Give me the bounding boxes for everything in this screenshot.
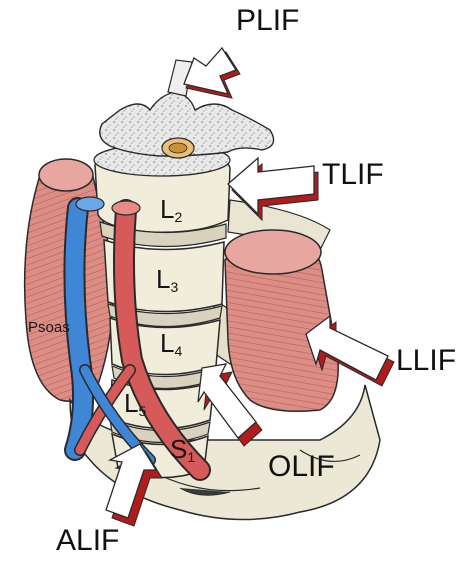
level-label-l4: L4 — [160, 330, 182, 358]
right-psoas-muscle — [225, 230, 338, 411]
plif-arrow — [184, 48, 240, 98]
llif-label: LLIF — [396, 346, 456, 376]
level-label-s1: S1 — [170, 436, 195, 464]
alif-label: ALIF — [56, 526, 119, 556]
plif-label: PLIF — [236, 6, 299, 36]
posterior-elements — [100, 60, 274, 158]
olif-label: OLIF — [268, 452, 335, 482]
tlif-label: TLIF — [322, 160, 384, 190]
level-label-l3: L3 — [156, 266, 178, 294]
level-label-l2: L2 — [160, 196, 182, 224]
level-label-l5: L5 — [124, 390, 146, 418]
psoas-label: Psoas — [28, 320, 70, 335]
